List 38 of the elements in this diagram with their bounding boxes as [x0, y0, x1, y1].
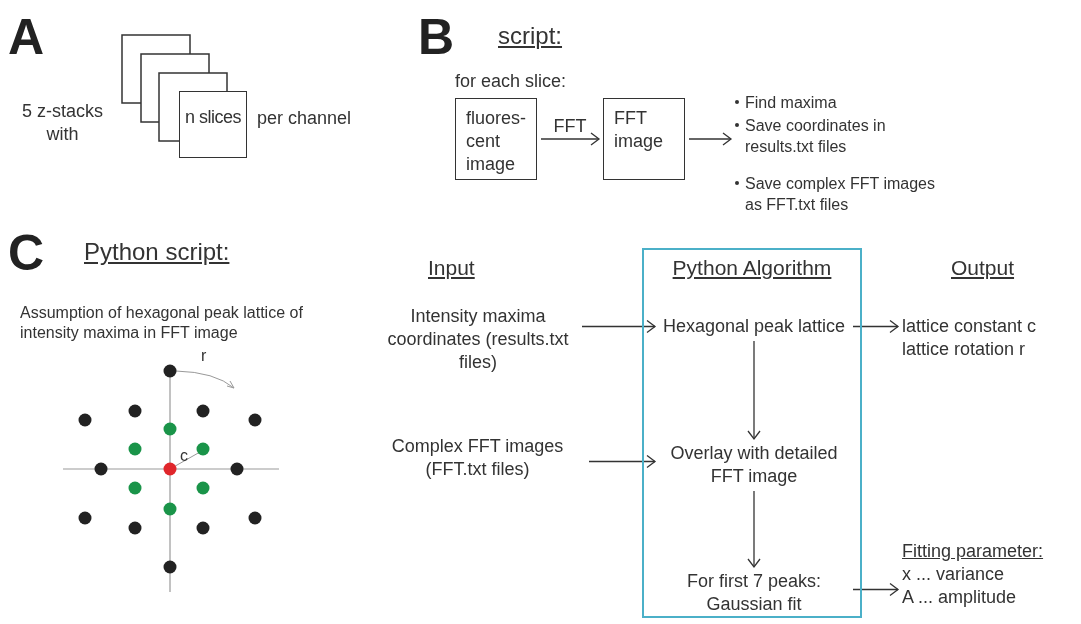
box-title: Python Algorithm: [671, 255, 833, 281]
slice-box: n slices: [179, 91, 247, 158]
panel-letter: A: [8, 12, 45, 62]
caption-text: per channel: [257, 107, 352, 130]
step-text: Overlay with detailed FFT image: [659, 442, 849, 488]
arrow: [852, 319, 899, 334]
column-heading: Input: [428, 255, 475, 281]
rotation-symbol: r: [201, 346, 207, 366]
step-text: Hexagonal peak lattice: [659, 315, 849, 338]
input-text: Complex FFT images (FFT.txt files): [370, 435, 585, 481]
bullet-item: Save complex FFT images as FFT.txt files: [735, 173, 935, 215]
caption-text: 5 z-stacks with: [21, 100, 104, 146]
arrow: [588, 454, 656, 469]
panel-letter: C: [8, 228, 45, 278]
lattice-constant-symbol: c: [180, 446, 188, 466]
arrow: [540, 132, 600, 146]
output-text: lattice constant c: [902, 315, 1037, 338]
list-heading: Fitting parameter:: [902, 540, 1044, 563]
column-heading: Output: [951, 255, 1015, 281]
bullet-item: Find maxima: [735, 92, 935, 113]
parameter-text: x ... variance: [902, 563, 1006, 586]
output-text: lattice rotation r: [902, 338, 1027, 361]
caption-text: for each slice:: [455, 70, 567, 93]
section-heading: Python script:: [84, 238, 230, 266]
bullet-item: Save coordinates in results.txt files: [735, 115, 935, 157]
arrow: [747, 340, 761, 440]
process-box: FFT image: [603, 98, 685, 180]
arrow: [852, 582, 899, 597]
arrow: [688, 132, 732, 146]
section-heading: script:: [498, 22, 562, 50]
step-text: For first 7 peaks: Gaussian fit: [659, 570, 849, 616]
parameter-text: A ... amplitude: [902, 586, 1018, 609]
algorithm-box: [642, 248, 862, 618]
arrow: [581, 319, 656, 334]
process-box: fluores- cent image: [455, 98, 537, 180]
input-text: Intensity maxima coordinates (results.txt files): [378, 305, 578, 374]
panel-letter: B: [418, 12, 455, 62]
arrow: [747, 490, 761, 568]
